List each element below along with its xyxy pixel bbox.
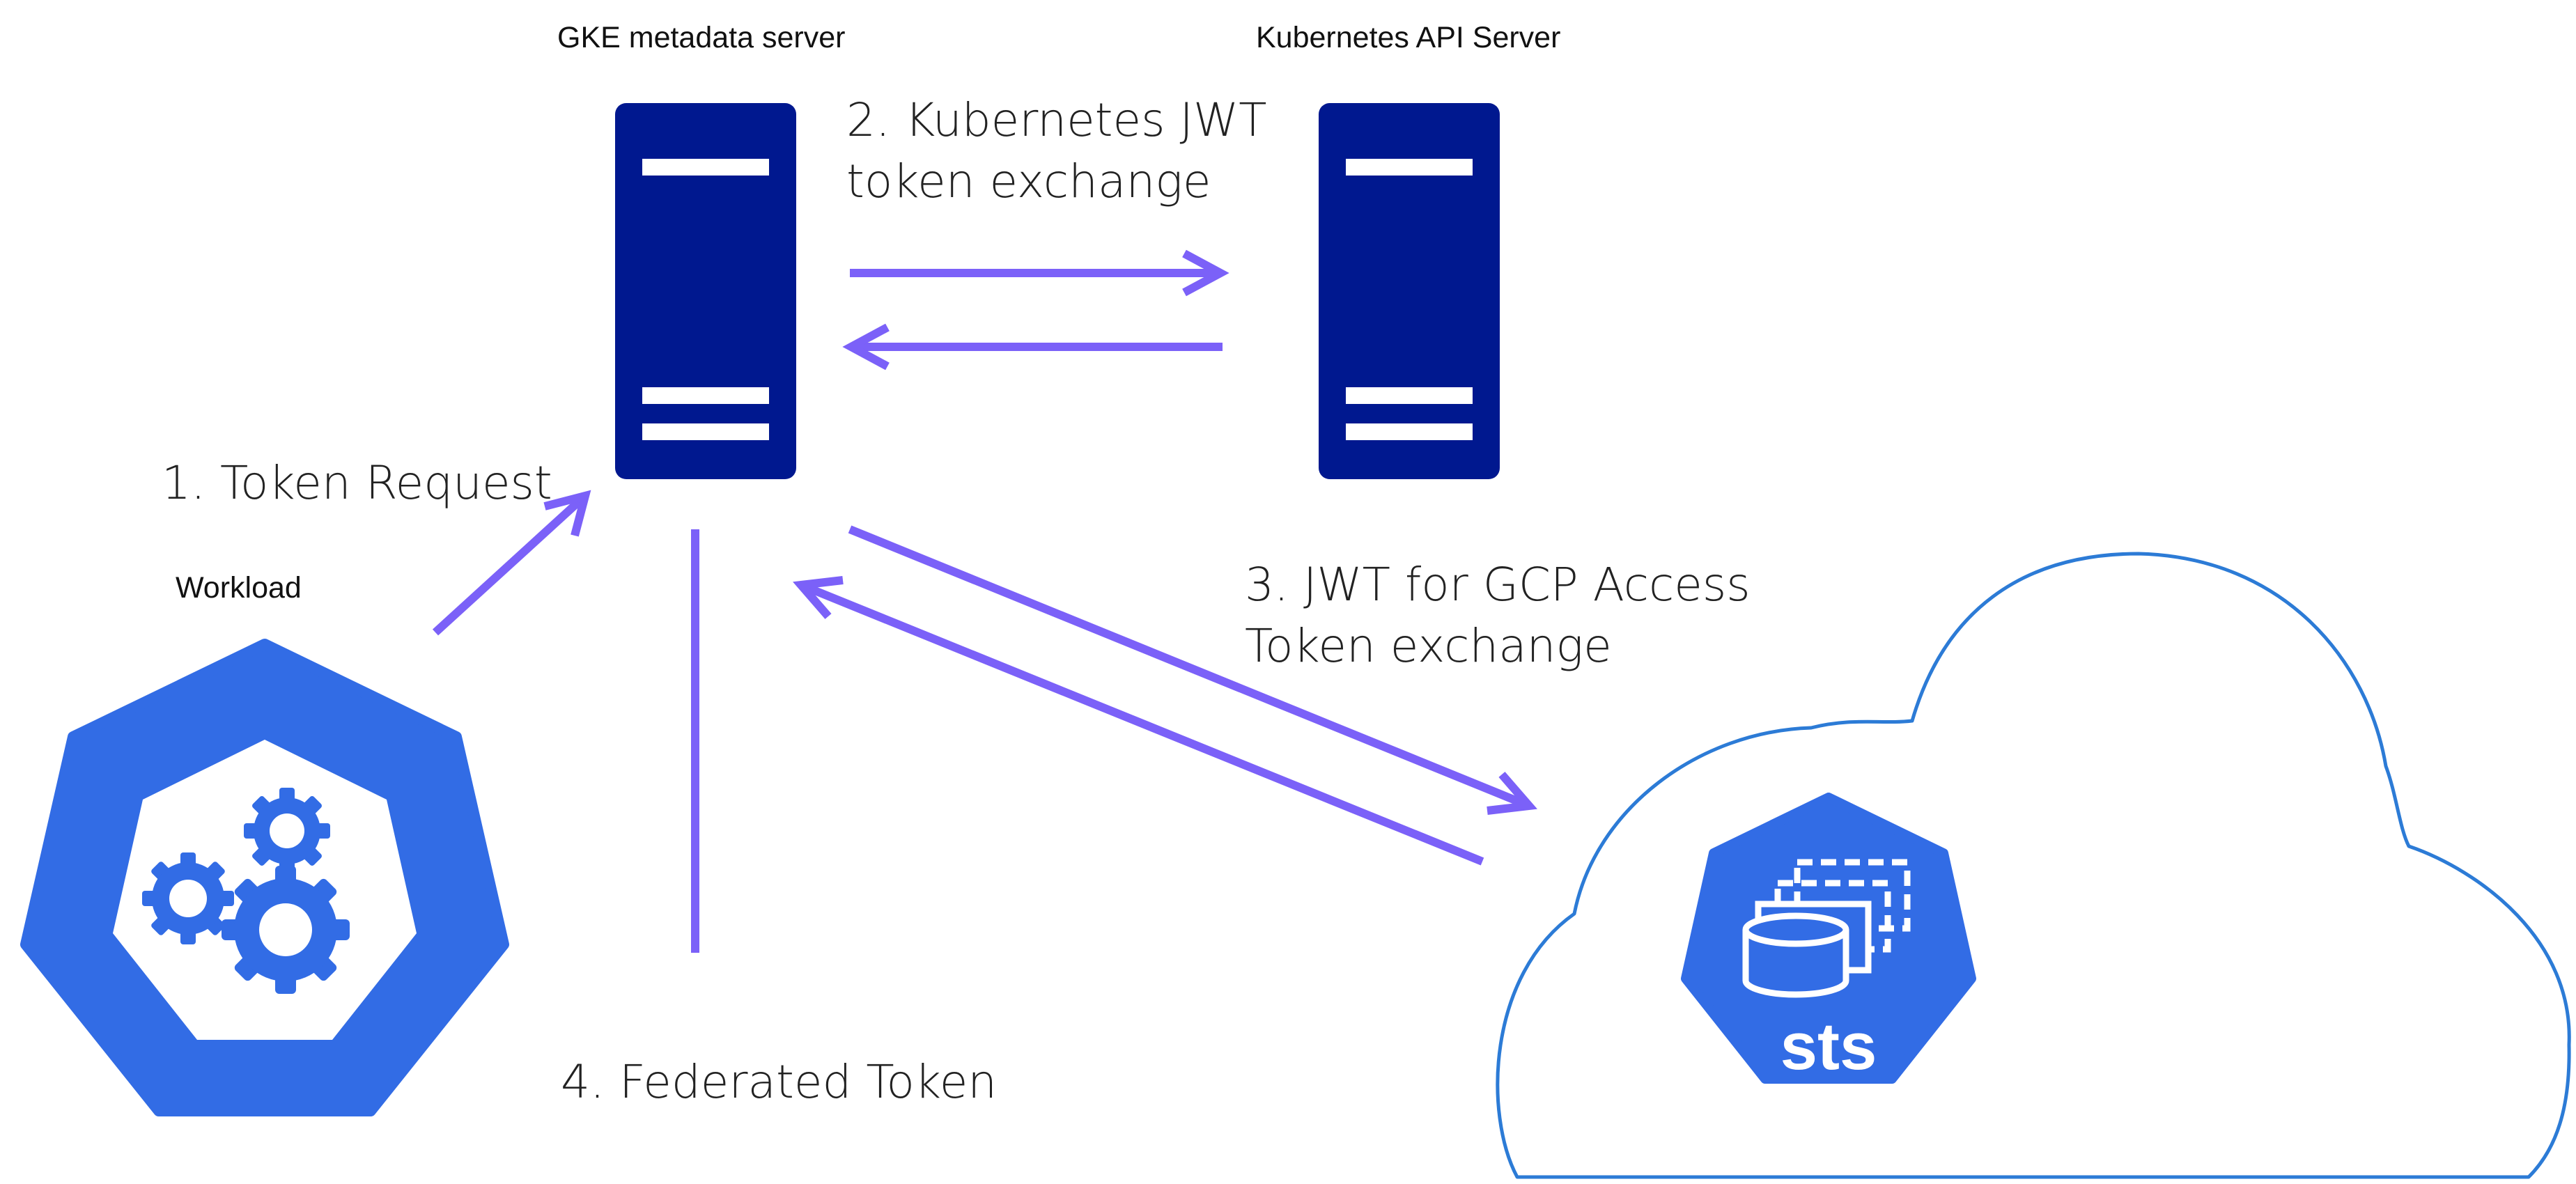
server-slot <box>1346 423 1473 440</box>
gcp-request-arrow <box>848 525 1537 815</box>
api-server-label: Kubernetes API Server <box>1256 21 1560 54</box>
gears-icon <box>142 788 350 994</box>
jwt-response-arrow <box>842 323 1223 371</box>
server-slot <box>1346 387 1473 404</box>
metadata-server-label: GKE metadata server <box>557 21 845 54</box>
server-body <box>1319 103 1500 479</box>
jwt-request-arrow <box>850 249 1229 297</box>
gear-large-icon <box>222 866 350 994</box>
api-server-icon[interactable] <box>1319 103 1500 479</box>
database-icon <box>1742 912 1849 998</box>
cloud-icon <box>1496 552 2571 1179</box>
metadata-server-icon[interactable] <box>615 103 796 479</box>
gcp-response-arrow <box>793 576 1484 866</box>
server-slot <box>1346 159 1473 176</box>
step-4-label: 4. Federated Token <box>561 1055 997 1109</box>
step-2-label-line1: 2. Kubernetes JWT <box>846 93 1267 147</box>
step-3-label-line2: Token exchange <box>1245 619 1612 673</box>
server-slot <box>642 159 769 176</box>
server-slot <box>642 423 769 440</box>
step-1-label: 1. Token Request <box>162 456 552 510</box>
workload-label: Workload <box>176 571 302 605</box>
sts-service-icon[interactable]: sts <box>1681 793 1976 1084</box>
gear-small-left-icon <box>142 852 234 944</box>
sts-label: sts <box>1780 1009 1877 1084</box>
gear-small-top-icon <box>244 788 330 874</box>
step-2-label-line2: token exchange <box>846 155 1211 208</box>
workload-icon[interactable] <box>20 639 509 1116</box>
server-body <box>615 103 796 479</box>
token-request-arrow <box>432 490 591 636</box>
server-slot <box>642 387 769 404</box>
step-3-label-line1: 3. JWT for GCP Access <box>1245 558 1751 612</box>
